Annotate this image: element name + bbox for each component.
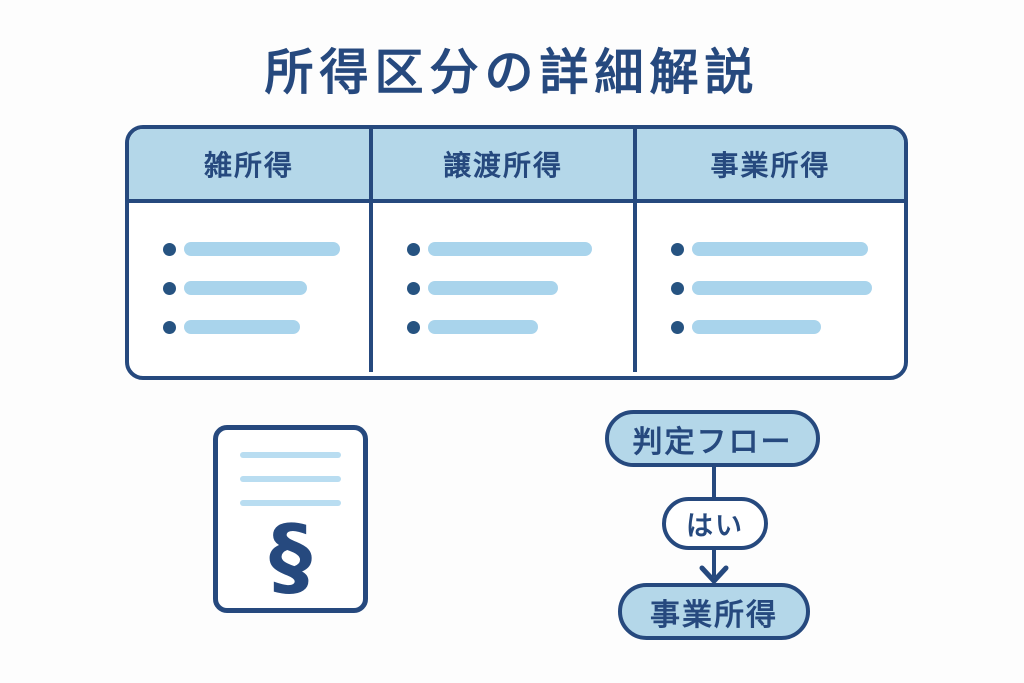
bullet-dot-icon xyxy=(407,242,420,256)
placeholder-text-bar xyxy=(692,320,821,334)
table-header-row: 雑所得 譲渡所得 事業所得 xyxy=(129,129,904,203)
document-text-line xyxy=(240,476,341,482)
flow-connector-arrows xyxy=(699,465,729,584)
table-header-misc-income: 雑所得 xyxy=(203,149,294,182)
placeholder-text-bar xyxy=(428,281,558,295)
section-sign-icon: § xyxy=(269,507,312,607)
bullet-dot-icon xyxy=(407,320,420,334)
flow-node-result: 事業所得 xyxy=(618,583,810,640)
document-text-line xyxy=(240,452,341,458)
page-title: 所得区分の詳細解説 xyxy=(264,44,760,101)
bullet-row xyxy=(163,242,369,256)
arrowhead-icon xyxy=(699,565,729,584)
bullet-row xyxy=(671,242,904,256)
legal-document-icon: § xyxy=(213,425,368,613)
bullet-dot-icon xyxy=(163,242,176,256)
bullet-row xyxy=(163,281,369,295)
document-text-line xyxy=(240,500,341,506)
bullet-dot-icon xyxy=(163,320,176,334)
bullet-dot-icon xyxy=(163,281,176,295)
table-header-business-income: 事業所得 xyxy=(633,129,904,199)
placeholder-text-bar xyxy=(428,242,592,256)
placeholder-text-bar xyxy=(692,242,868,256)
bullet-row xyxy=(163,320,369,334)
table-cell-business-income xyxy=(633,203,904,372)
table-cell-misc-income xyxy=(129,203,369,372)
placeholder-text-bar xyxy=(184,281,307,295)
income-category-table: 雑所得 譲渡所得 事業所得 xyxy=(125,125,908,380)
flow-node-start: 判定フロー xyxy=(605,410,820,467)
bullet-dot-icon xyxy=(407,281,420,295)
bullet-row xyxy=(407,320,633,334)
placeholder-text-bar xyxy=(184,320,300,334)
table-cell-capital-gains xyxy=(369,203,633,372)
bullet-dot-icon xyxy=(671,320,684,334)
bullet-row xyxy=(407,242,633,256)
bullet-dot-icon xyxy=(671,281,684,295)
bullet-row xyxy=(671,320,904,334)
bullet-row xyxy=(407,281,633,295)
table-body-row xyxy=(129,203,904,372)
placeholder-text-bar xyxy=(692,281,872,295)
placeholder-text-bar xyxy=(184,242,340,256)
flow-node-answer: はい xyxy=(662,497,768,550)
bullet-dot-icon xyxy=(671,242,684,256)
placeholder-text-bar xyxy=(428,320,538,334)
table-header-capital-gains: 譲渡所得 xyxy=(369,129,633,199)
bullet-row xyxy=(671,281,904,295)
decision-flowchart: 判定フロー はい 事業所得 xyxy=(590,405,830,650)
